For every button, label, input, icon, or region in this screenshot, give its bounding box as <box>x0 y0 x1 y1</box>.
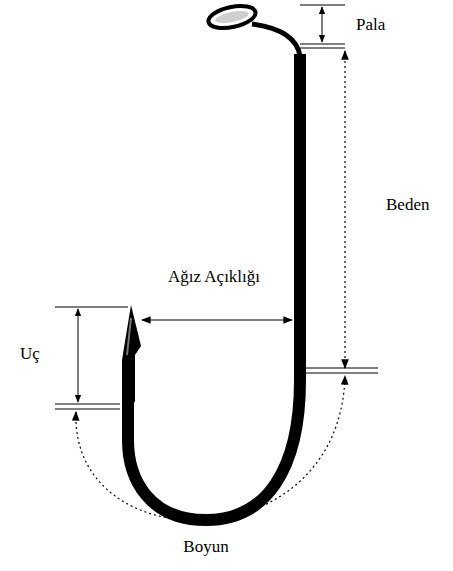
barb-highlight <box>127 318 131 355</box>
dimension-arc <box>76 376 345 520</box>
hook-eye-inner <box>214 9 249 26</box>
dimension-tick <box>306 368 378 369</box>
dimension-tick <box>300 5 345 6</box>
part-label: Pala <box>356 16 385 35</box>
dimension-tick <box>55 409 120 410</box>
hook-point <box>122 305 141 402</box>
dimension-tick <box>306 373 378 374</box>
dimension-tick <box>55 404 120 405</box>
dimension-arrow <box>344 51 345 368</box>
dimension-arrow <box>78 309 79 402</box>
part-label: Beden <box>386 196 429 215</box>
hook-eye <box>206 2 257 32</box>
part-label: Uç <box>20 345 40 364</box>
part-label: Boyun <box>183 538 228 557</box>
hook-body <box>128 54 300 520</box>
dimension-arrow <box>142 319 292 320</box>
dimension-arrow <box>322 7 323 42</box>
dimension-tick <box>300 44 345 45</box>
part-label: Ağız Açıklığı <box>168 268 260 287</box>
dimension-tick <box>55 307 128 308</box>
dimension-tick <box>300 48 345 49</box>
hook-eye-neck <box>252 24 300 56</box>
